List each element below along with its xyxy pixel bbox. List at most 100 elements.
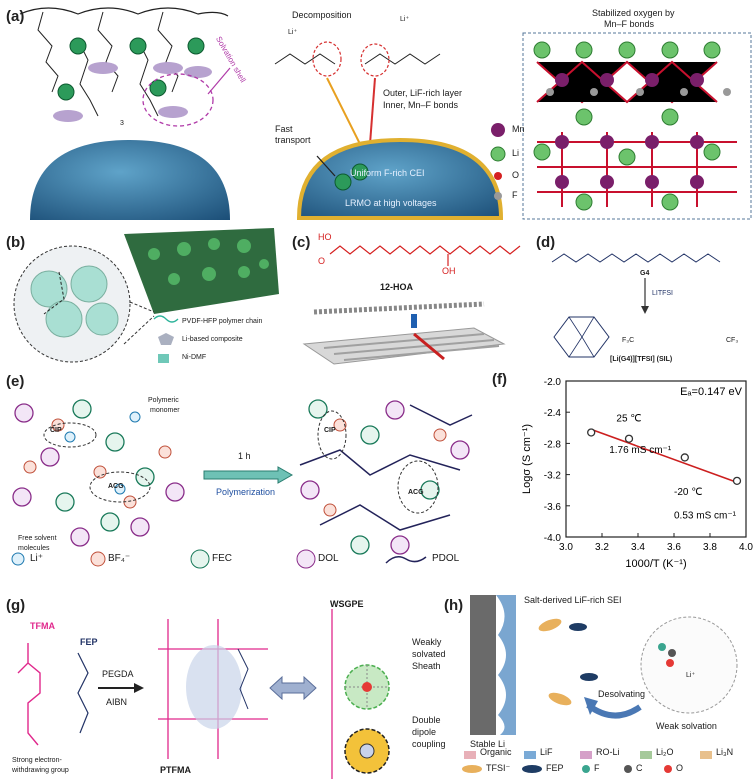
x-tick-label: 3.4 xyxy=(631,542,645,553)
polymerization-label: Polymerization xyxy=(216,487,276,497)
panel-h-label: (h) xyxy=(444,597,464,614)
strong-ewg-2: withdrawing group xyxy=(12,767,69,774)
panel-b: (b) PVDF-HFP polymer chain Li-based comp… xyxy=(0,222,290,367)
panel-a: (a) Solvation shell 3 Decomposition Li⁺ … xyxy=(0,0,756,222)
hydroxyl-label-right: OH xyxy=(442,266,456,276)
g4-structure xyxy=(551,253,721,263)
panel-h-legend-markers xyxy=(462,751,712,773)
x-tick-label: 3.6 xyxy=(667,542,681,553)
double-dipole-1: Double xyxy=(412,715,441,725)
legend-f: F xyxy=(512,190,518,200)
fep-label: FEP xyxy=(80,637,98,647)
x-tick-label: 3.0 xyxy=(559,542,573,553)
ptfma-label: PTFMA xyxy=(160,765,191,775)
cip-label-right: CIP xyxy=(324,427,336,434)
temp-m20-label: -20 ℃ xyxy=(674,487,702,498)
inner-layer-label: Inner, Mn–F bonds xyxy=(383,100,459,110)
weakly-solvated-2: solvated xyxy=(412,649,446,659)
ptfma-network xyxy=(158,619,268,759)
y-tick-label: -3.6 xyxy=(544,502,562,513)
molecule-name: 12-HOA xyxy=(380,282,414,292)
crystal-structure xyxy=(522,32,752,220)
panel-c: (c) HO O OH 12-HOA xyxy=(290,222,530,367)
tfma-label: TFMA xyxy=(30,621,55,631)
x-tick-label: 3.2 xyxy=(595,542,609,553)
legend-pdol: PDOL xyxy=(432,553,460,564)
legend-li-plus: Li⁺ xyxy=(30,553,44,564)
monomer-structures xyxy=(17,643,89,746)
fast-transport-label-2: transport xyxy=(275,135,311,145)
legend-ni-dmf: Ni-DMF xyxy=(182,354,207,361)
reaction-arrow xyxy=(641,278,649,314)
legend-fep: FEP xyxy=(546,763,564,773)
legend-o: O xyxy=(512,170,520,180)
panel-b-label: (b) xyxy=(6,234,26,251)
outer-layer-label: Outer, LiF-rich layer xyxy=(383,88,463,98)
y-tick-label: -2.8 xyxy=(544,439,562,450)
weak-solvation-label: Weak solvation xyxy=(656,721,717,731)
lrmo-particle xyxy=(296,137,504,220)
molecule-on-surface-render xyxy=(302,301,506,365)
aibn-label: AIBN xyxy=(106,697,128,707)
plot-frame xyxy=(565,380,747,538)
y-tick-label: -4.0 xyxy=(544,533,562,544)
weakly-solvated-3: Sheath xyxy=(412,661,441,671)
polymeric-monomer-2: monomer xyxy=(150,407,180,414)
legend-f-atom: F xyxy=(594,763,600,773)
legend-lif: LiF xyxy=(540,747,553,757)
g4-label: G4 xyxy=(640,270,650,277)
panel-e: (e) CIP ACG Polymeric monomer Free solve… xyxy=(0,367,480,569)
stable-li-label: Stable Li xyxy=(470,739,506,749)
temp-25-label: 25 ℃ xyxy=(616,414,641,425)
double-dipole-2: dipole xyxy=(412,727,437,737)
legend-li-composite: Li-based composite xyxy=(182,336,243,343)
x-tick-label: 4.0 xyxy=(739,542,753,553)
panel-f-label: (f) xyxy=(492,371,507,388)
cip-label-left: CIP xyxy=(50,427,62,434)
x-tick-label: 3.8 xyxy=(703,542,717,553)
panel-e-label: (e) xyxy=(6,373,25,390)
free-solvent-2: molecules xyxy=(18,545,50,552)
composite-membrane-illustration xyxy=(13,228,279,363)
legend-pvdf: PVDF-HFP polymer chain xyxy=(182,318,263,325)
polymerization-arrow xyxy=(203,466,294,484)
litfsi-label: LITFSI xyxy=(652,290,674,297)
weakly-solvated-1: Weakly xyxy=(412,637,442,647)
sei-label: Salt-derived LiF-rich SEI xyxy=(524,595,622,605)
x-axis-label: 1000/T (K⁻¹) xyxy=(625,558,686,570)
fit-line xyxy=(590,428,738,484)
polymer-solvation-structure xyxy=(19,7,231,127)
electrolyte-after-polymerization xyxy=(299,399,473,555)
f3c-label: F₃C xyxy=(622,337,635,344)
wsgpe-sheath xyxy=(331,609,390,779)
li-g4-complex xyxy=(553,316,610,358)
li-plus-label-2: Li⁺ xyxy=(400,16,410,23)
double-dipole-3: coupling xyxy=(412,739,446,749)
panel-d-label: (d) xyxy=(536,234,556,251)
panel-a-label: (a) xyxy=(6,8,25,25)
data-point xyxy=(732,476,742,485)
activation-energy-label: Eₐ=0.147 eV xyxy=(680,386,743,398)
legend-dol: DOL xyxy=(318,553,339,564)
legend-o-atom: O xyxy=(676,763,684,773)
cf3-label: CF₃ xyxy=(726,337,739,344)
wsgpe-label: WSGPE xyxy=(330,599,364,609)
panel-g-label: (g) xyxy=(6,597,26,614)
initiation-arrow xyxy=(98,683,144,693)
panel-d: (d) G4 LITFSI F₃C CF₃ [Li(G4)][TFSI] (SI… xyxy=(530,222,756,367)
acg-label-left: ACG xyxy=(108,483,124,490)
hydroxyl-label-left: HO xyxy=(318,232,332,242)
li-plus-center: Li⁺ xyxy=(686,672,696,679)
legend-c-atom: C xyxy=(636,763,643,773)
data-point xyxy=(587,428,596,437)
legend-li3n: Li₃N xyxy=(716,747,734,757)
panel-g: (g) TFMA FEP Strong electron- withdrawin… xyxy=(0,585,460,779)
desolvating-label: Desolvating xyxy=(598,689,646,699)
legend-bf4: BF₄⁻ xyxy=(108,553,131,564)
pegda-label: PEGDA xyxy=(102,669,134,679)
cathode-particle-sphere xyxy=(30,140,230,220)
legend-fec: FEC xyxy=(212,553,232,564)
double-arrow xyxy=(269,675,317,701)
